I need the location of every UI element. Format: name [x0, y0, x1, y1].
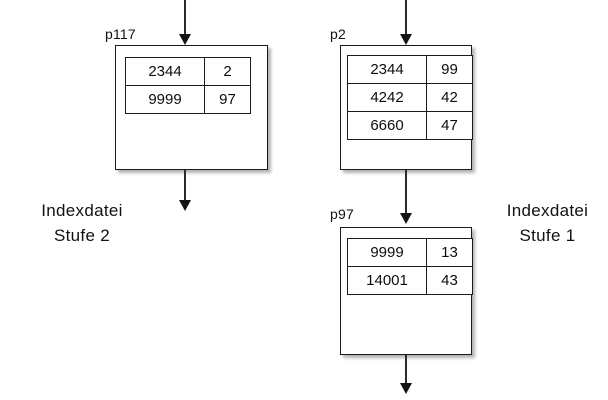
- caption-right-line2: Stufe 1: [519, 226, 576, 245]
- record-table-p117: 2344 2 9999 97: [125, 57, 251, 114]
- cell-pointer: 13: [426, 238, 473, 267]
- table-row: 2344 2: [125, 57, 251, 86]
- caption-left-line1: Indexdatei: [41, 201, 123, 220]
- arrow-out-of-p97-icon: [400, 355, 412, 395]
- cell-key: 2344: [347, 55, 427, 84]
- table-row: 9999 13: [347, 238, 473, 267]
- arrow-into-p2-icon: [400, 0, 412, 45]
- cell-key: 2344: [125, 57, 205, 86]
- cell-key: 9999: [347, 238, 427, 267]
- table-row: 14001 43: [347, 266, 473, 295]
- cell-key: 14001: [347, 266, 427, 295]
- node-label-p97: p97: [330, 206, 354, 222]
- table-row: 4242 42: [347, 83, 473, 112]
- arrow-into-p117-icon: [179, 0, 191, 45]
- arrow-p2-to-p97-icon: [400, 170, 412, 224]
- cell-pointer: 2: [204, 57, 251, 86]
- cell-pointer: 47: [426, 111, 473, 140]
- record-table-p2: 2344 99 4242 42 6660 47: [347, 55, 473, 140]
- caption-left-line2: Stufe 2: [54, 226, 110, 245]
- caption-left: Indexdatei Stufe 2: [12, 198, 152, 248]
- cell-pointer: 99: [426, 55, 473, 84]
- cell-key: 4242: [347, 83, 427, 112]
- table-row: 2344 99: [347, 55, 473, 84]
- record-table-p97: 9999 13 14001 43: [347, 238, 473, 295]
- caption-right: Indexdatei Stufe 1: [490, 198, 605, 248]
- table-row: 9999 97: [125, 85, 251, 114]
- node-label-p2: p2: [330, 26, 346, 42]
- cell-pointer: 43: [426, 266, 473, 295]
- arrow-out-of-p117-icon: [179, 170, 191, 212]
- node-label-p117: p117: [105, 26, 136, 42]
- cell-key: 6660: [347, 111, 427, 140]
- caption-right-line1: Indexdatei: [506, 201, 589, 220]
- cell-key: 9999: [125, 85, 205, 114]
- cell-pointer: 42: [426, 83, 473, 112]
- table-row: 6660 47: [347, 111, 473, 140]
- cell-pointer: 97: [204, 85, 251, 114]
